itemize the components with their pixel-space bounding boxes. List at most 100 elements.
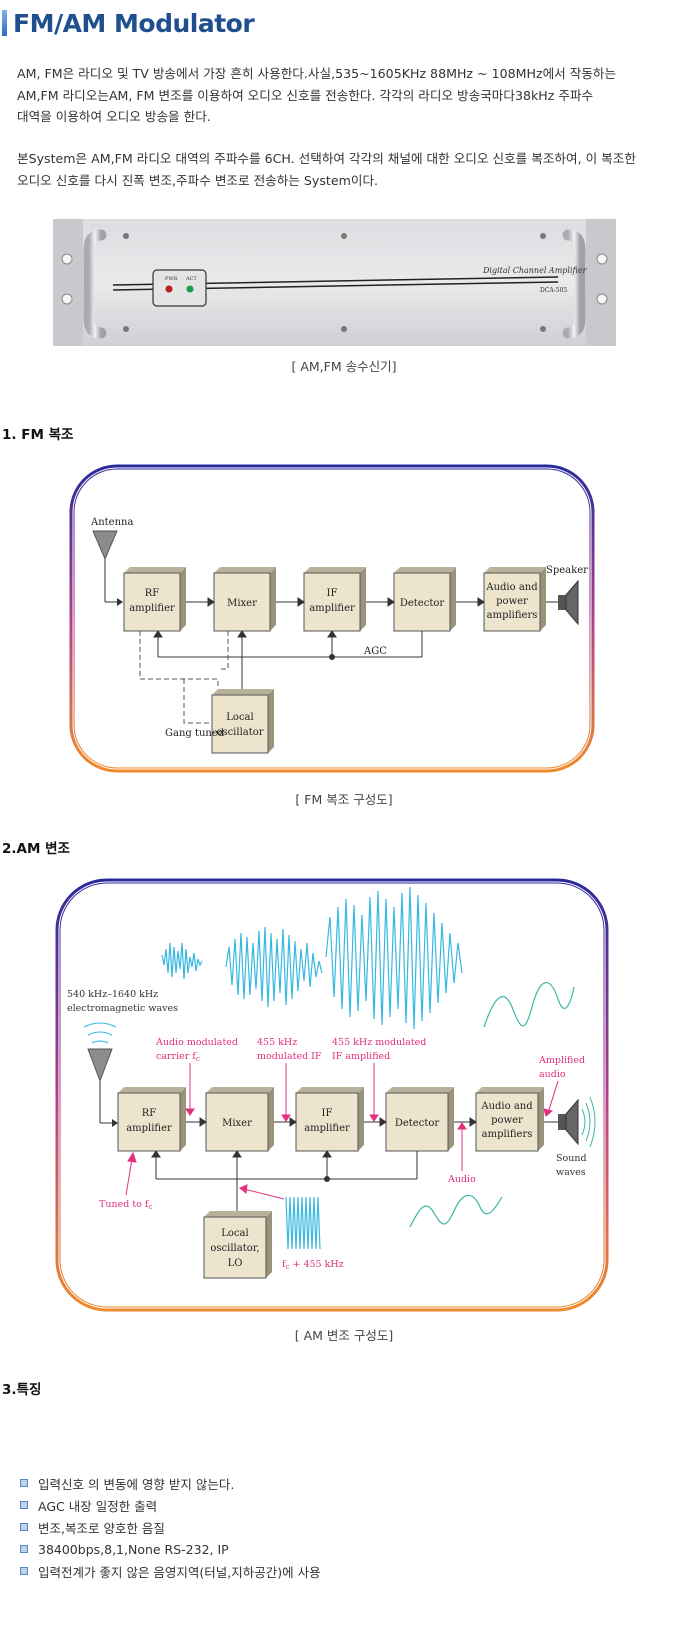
device-photo: PWR ACT Digital Channel Amplifier DCA-50… [53, 219, 616, 346]
block-label: power [491, 1115, 523, 1126]
label-audio-amp: audio [539, 1069, 566, 1080]
am-wave-medium-icon [225, 926, 323, 1008]
block-label: amplifier [129, 603, 175, 614]
am-wave-small-icon [161, 942, 203, 980]
label-455khz: 455 kHz [257, 1037, 297, 1048]
block-label: amplifiers [482, 1129, 533, 1140]
agc-feedback [153, 630, 423, 660]
panel-model-name: Digital Channel Amplifier [482, 266, 588, 275]
label-sound: Sound [556, 1153, 587, 1164]
screw-icon [341, 326, 347, 332]
rack-hole-icon [596, 293, 608, 305]
label-gang-tuned: Gang tuned [165, 728, 225, 739]
tuned-arrow [125, 1151, 137, 1196]
block-if-amplifier: IF amplifier [303, 567, 366, 632]
lo-magenta-arrow [239, 1184, 285, 1200]
block-audio-power-amplifiers: Audio and power amplifiers [483, 567, 546, 632]
diagram-frame-inner [59, 882, 605, 1308]
block-mixer: Mixer [213, 567, 276, 632]
feature-text: 입력전계가 좋지 않은 음영지역(터널,지하공간)에 사용 [38, 1564, 321, 1580]
block-label: amplifier [304, 1123, 350, 1134]
label-fc-plus-455: fc + 455 kHz [282, 1259, 344, 1271]
amplified-audio-wave-icon [483, 982, 575, 1028]
screw-icon [123, 326, 129, 332]
speaker-icon [558, 1098, 579, 1146]
block-label: Audio and [485, 582, 538, 593]
intro-line: AM,FM 라디오는AM, FM 변조를 이용하여 오디오 신호를 전송한다. … [17, 87, 594, 103]
label-audio: Audio [447, 1174, 476, 1185]
label-em-waves: electromagnetic waves [67, 1003, 178, 1014]
label-speaker: Speaker [546, 565, 588, 576]
feature-text: 38400bps,8,1,None RS-232, IP [38, 1541, 229, 1557]
intro-line: 본System은 AM,FM 라디오 대역의 주파수를 6CH. 선택하여 각각… [17, 151, 636, 166]
feedback-line [151, 1150, 418, 1182]
block-label: amplifier [309, 603, 355, 614]
bullet-square-icon [20, 1545, 28, 1553]
feature-text: 입력신호 의 변동에 영향 받지 않는다. [38, 1476, 235, 1492]
led-green-icon [186, 285, 194, 293]
page-title: FM/AM Modulator [13, 8, 255, 38]
list-item: 입력신호 의 변동에 영향 받지 않는다. [20, 1472, 321, 1494]
signal-arrows [186, 1117, 558, 1127]
fm-diagram-caption: [ FM 복조 구성도] [295, 792, 393, 807]
rack-hole-icon [596, 253, 608, 265]
block-label: RF [142, 1108, 157, 1119]
intro-line: 대역을 이용하여 오디오 방송을 한다. [17, 109, 211, 124]
block-label: IF [327, 588, 338, 599]
bullet-square-icon [20, 1479, 28, 1487]
am-block-diagram: 540 kHz–1640 kHz electromagnetic waves A… [55, 878, 609, 1312]
block-label: oscillator [216, 727, 263, 738]
block-local-oscillator: Local oscillator, LO [203, 1211, 272, 1279]
arrow-head [117, 598, 123, 606]
rack-ear-left [53, 219, 83, 346]
diagram-frame-inner [73, 468, 591, 769]
feature-text: 변조,복조로 양호한 음질 [38, 1520, 165, 1536]
magenta-arrows [185, 1063, 559, 1122]
title-accent-bar [2, 10, 7, 36]
block-label: LO [228, 1258, 243, 1269]
block-label: Local [226, 712, 253, 723]
block-label: IF [322, 1108, 333, 1119]
label-agc: AGC [363, 646, 387, 657]
label-if-amplified: IF amplified [332, 1051, 390, 1062]
label-carrier: carrier fc [156, 1051, 200, 1063]
block-label: Mixer [222, 1118, 252, 1129]
led-red-icon [165, 285, 173, 293]
antenna-icon [92, 530, 118, 561]
intro-paragraph-1: AM, FM은 라디오 및 TV 방송에서 가장 흔히 사용한다.사실,535~… [17, 63, 682, 128]
antenna-with-waves-icon [83, 1022, 117, 1083]
block-detector: Detector [385, 1087, 454, 1152]
block-label: amplifier [126, 1123, 172, 1134]
block-mixer: Mixer [205, 1087, 274, 1152]
screw-icon [540, 233, 546, 239]
intro-paragraph-2: 본System은 AM,FM 라디오 대역의 주파수를 6CH. 선택하여 각각… [17, 148, 682, 191]
screw-icon [123, 233, 129, 239]
label-waves: waves [556, 1167, 586, 1178]
block-label: RF [145, 588, 160, 599]
am-wave-large-icon [325, 886, 463, 1030]
block-label: power [496, 596, 528, 607]
block-rf-amplifier: RF amplifier [123, 567, 186, 632]
led-label-act: ACT [185, 276, 197, 282]
panel-model-number: DCA-505 [540, 287, 567, 294]
block-label: Detector [400, 598, 445, 609]
lo-to-mixer [237, 630, 247, 689]
block-label: Audio and [480, 1101, 533, 1112]
arrow-head [112, 1119, 118, 1127]
speaker-icon [558, 579, 579, 626]
gang-tuned-link [139, 631, 229, 724]
label-tuned-to: Tuned to fc [99, 1199, 152, 1211]
am-diagram-caption: [ AM 변조 구성도] [294, 1328, 394, 1343]
handle-right-icon [562, 229, 586, 339]
list-item: 변조,복조로 양호한 음질 [20, 1516, 321, 1538]
audio-wave-icon [409, 1194, 503, 1228]
section-heading-features: 3.특징 [2, 1382, 42, 1398]
lo-carrier-wave-icon [285, 1196, 321, 1250]
list-item: 38400bps,8,1,None RS-232, IP [20, 1538, 321, 1560]
block-detector: Detector [393, 567, 456, 632]
screw-icon [540, 326, 546, 332]
label-modulated-if: modulated IF [257, 1051, 322, 1062]
rack-hole-icon [61, 253, 73, 265]
sound-waves-icon [581, 1096, 596, 1148]
bullet-square-icon [20, 1567, 28, 1575]
